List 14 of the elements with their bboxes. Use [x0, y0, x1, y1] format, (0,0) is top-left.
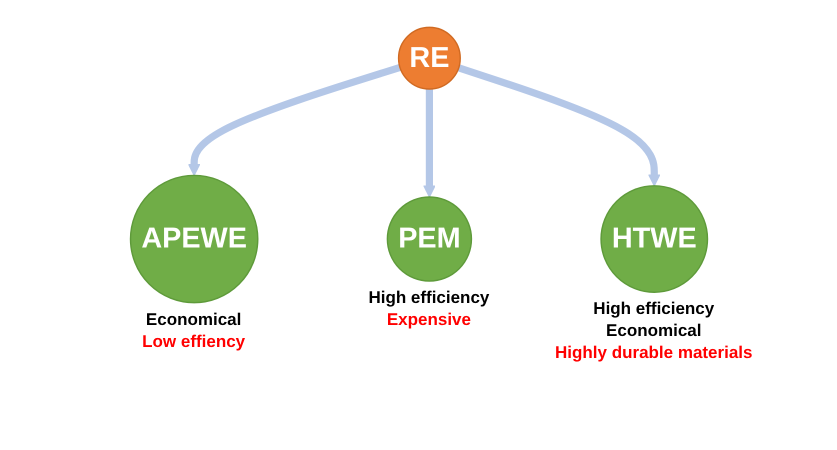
node-circle: HTWE [600, 185, 708, 293]
annotation-text: Low effiency [142, 330, 246, 353]
arrow [457, 64, 660, 186]
annotation-text: Highly durable materials [555, 342, 752, 364]
annotation-text: High efficiency [368, 287, 490, 310]
annotation-text: Economical [146, 308, 242, 331]
arrow [187, 64, 401, 176]
node-circle: RE [397, 26, 460, 90]
annotation-text: Expensive [386, 309, 471, 332]
arrow [422, 89, 436, 198]
annotation-text: High efficiency [593, 298, 714, 320]
node-circle: PEM [386, 196, 472, 282]
node-circle: APEWE [129, 174, 258, 304]
annotation-text: Economical [606, 320, 702, 342]
